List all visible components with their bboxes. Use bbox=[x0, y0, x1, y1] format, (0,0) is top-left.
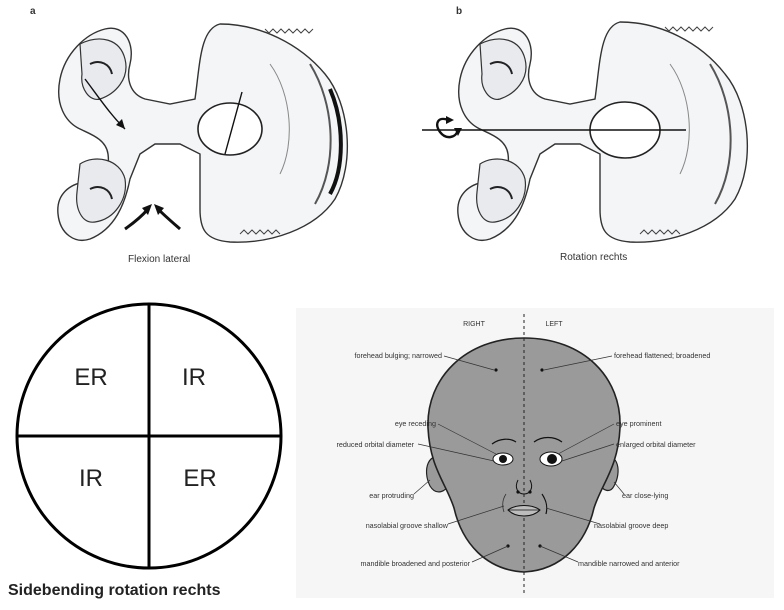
label-eye-prominent: eye prominent bbox=[616, 419, 662, 428]
face-diagram: RIGHT LEFT bbox=[296, 308, 774, 598]
label-mandible-broadened: mandible broadened and posterior bbox=[361, 559, 471, 568]
quadrant-top-left: ER bbox=[74, 364, 107, 391]
label-forehead-flattened: forehead flattened; broadened bbox=[614, 351, 710, 360]
label-eye-receding: eye receding bbox=[395, 419, 436, 428]
caption-rotation-rechts: Rotation rechts bbox=[560, 252, 628, 263]
label-ear-protruding: ear protruding bbox=[369, 491, 414, 500]
panel-letter-b: b bbox=[456, 6, 463, 17]
quadrant-bottom-right: ER bbox=[183, 465, 216, 492]
caption-flexion-lateral: Flexion lateral bbox=[128, 254, 191, 265]
quadrant-diagram: ER IR IR ER Sidebending rotation rechts bbox=[4, 300, 294, 610]
label-enlarged-orbital: enlarged orbital diameter bbox=[616, 440, 696, 449]
quadrant-title: Sidebending rotation rechts bbox=[8, 582, 221, 599]
header-left: LEFT bbox=[545, 321, 563, 328]
skull-illustration-a bbox=[57, 23, 349, 243]
quadrant-bottom-left: IR bbox=[79, 465, 103, 492]
skull-panel-a: a Flexion lateral bbox=[30, 4, 370, 265]
panel-letter-a: a bbox=[30, 6, 36, 17]
skull-panel-b: b Rotation rechts bbox=[420, 4, 760, 264]
label-mandible-narrowed: mandible narrowed and anterior bbox=[578, 559, 680, 568]
header-right: RIGHT bbox=[463, 321, 486, 328]
label-reduced-orbital: reduced orbital diameter bbox=[336, 440, 414, 449]
label-ear-close-lying: ear close-lying bbox=[622, 491, 668, 500]
quadrant-top-right: IR bbox=[182, 364, 206, 391]
label-forehead-bulging: forehead bulging; narrowed bbox=[354, 351, 442, 360]
label-nasolabial-deep: nasolabial groove deep bbox=[594, 521, 668, 530]
skull-illustration-b bbox=[422, 21, 749, 243]
label-nasolabial-shallow: nasolabial groove shallow bbox=[366, 521, 449, 530]
